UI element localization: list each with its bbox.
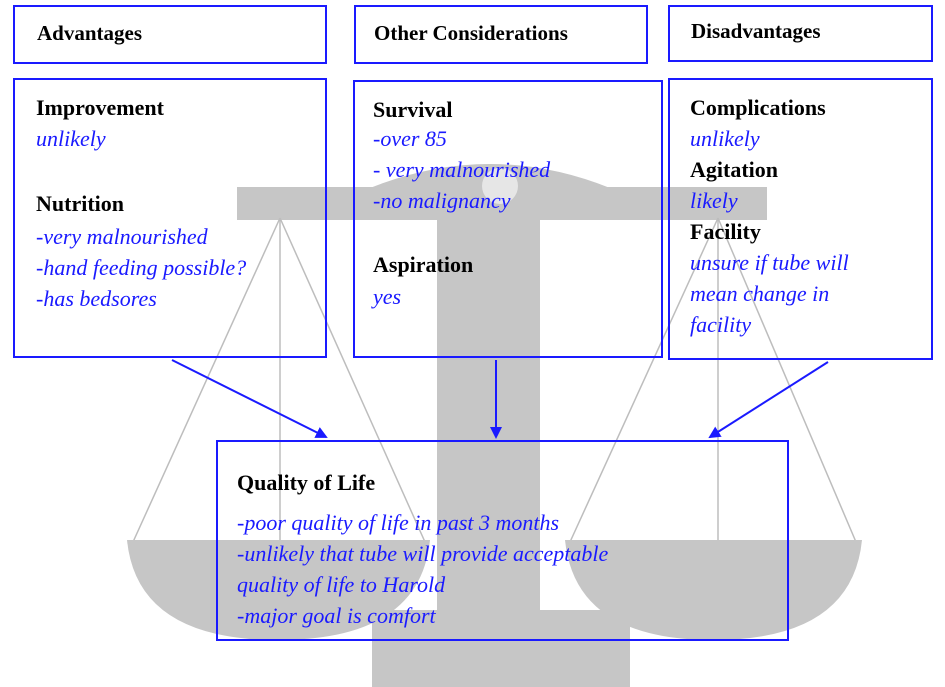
other-header-box bbox=[354, 5, 648, 64]
left-arrow bbox=[171, 359, 328, 438]
survival-item: -no malignancy bbox=[373, 188, 511, 213]
right-pan-strings bbox=[569, 217, 857, 580]
nutrition-item: -very malnourished bbox=[36, 224, 208, 249]
quality-item: -poor quality of life in past 3 months bbox=[237, 510, 560, 535]
quality-item: -major goal is comfort bbox=[237, 603, 436, 628]
nutrition-item: -has bedsores bbox=[36, 286, 157, 311]
survival-item: - very malnourished bbox=[373, 157, 551, 182]
improvement-value: unlikely bbox=[36, 126, 106, 151]
quality-of-life-box bbox=[216, 440, 789, 641]
left-pan-strings bbox=[132, 217, 426, 580]
quality-item: -unlikely that tube will provide accepta… bbox=[237, 541, 609, 566]
improvement-label: Improvement bbox=[36, 95, 164, 120]
advantages-header-box bbox=[13, 5, 327, 64]
nutrition-label: Nutrition bbox=[36, 191, 124, 216]
other-considerations-box bbox=[353, 80, 663, 358]
aspiration-label: Aspiration bbox=[373, 252, 474, 277]
facility-label: Facility bbox=[690, 219, 761, 244]
advantages-header: Advantages bbox=[37, 21, 143, 45]
quality-of-life-label: Quality of Life bbox=[237, 470, 376, 495]
complications-value: unlikely bbox=[690, 126, 760, 151]
facility-item: unsure if tube will bbox=[690, 250, 849, 275]
agitation-value: likely bbox=[690, 188, 738, 213]
complications-label: Complications bbox=[690, 95, 826, 120]
right-arrow bbox=[708, 361, 829, 439]
disadvantages-header: Disadvantages bbox=[691, 19, 821, 43]
other-considerations-header: Other Considerations bbox=[374, 21, 568, 45]
aspiration-value: yes bbox=[373, 284, 402, 309]
scale-base bbox=[372, 610, 630, 687]
left-scale-pan bbox=[127, 540, 430, 640]
nutrition-item: -hand feeding possible? bbox=[36, 255, 247, 280]
survival-item: -over 85 bbox=[373, 126, 447, 151]
advantages-box bbox=[13, 78, 327, 358]
disadvantages-box bbox=[668, 78, 933, 360]
scale-pivot bbox=[482, 168, 518, 204]
scale-pillar bbox=[437, 195, 540, 660]
quality-item: quality of life to Harold bbox=[237, 572, 446, 597]
facility-item: facility bbox=[690, 312, 752, 337]
survival-label: Survival bbox=[373, 97, 453, 122]
facility-item: mean change in bbox=[690, 281, 830, 306]
disadvantages-header-box bbox=[668, 5, 933, 62]
agitation-label: Agitation bbox=[690, 157, 778, 182]
